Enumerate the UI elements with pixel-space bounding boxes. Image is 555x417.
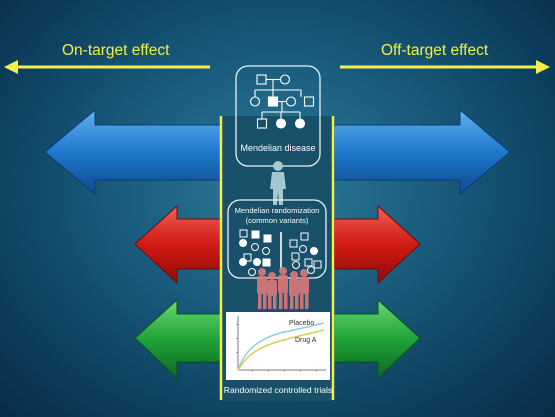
green-right-arrow bbox=[333, 298, 421, 380]
rct-label: Randomized controlled trials bbox=[223, 385, 333, 395]
placebo-legend-label: Placebo bbox=[289, 320, 315, 327]
mr-title-line2: (common variants) bbox=[245, 216, 309, 225]
mr-title: Mendelian randomization (common variants… bbox=[226, 206, 328, 226]
mr-title-line1: Mendelian randomization bbox=[234, 206, 320, 215]
blue-left-arrow bbox=[44, 108, 226, 196]
red-left-arrow bbox=[134, 204, 226, 285]
rct-chart bbox=[226, 312, 330, 380]
green-left-arrow bbox=[134, 298, 226, 380]
on-target-label: On-target effect bbox=[62, 42, 170, 59]
placebo-series-line bbox=[237, 322, 325, 371]
mendelian-randomization-panel bbox=[227, 199, 327, 279]
drug-a-legend-label: Drug A bbox=[295, 337, 317, 344]
on-target-arrow bbox=[4, 60, 210, 74]
person-figure bbox=[270, 161, 286, 205]
off-target-arrow bbox=[340, 60, 550, 74]
mendelian-disease-label: Mendelian disease bbox=[240, 143, 316, 153]
red-right-arrow bbox=[333, 204, 421, 285]
blue-right-arrow bbox=[333, 108, 511, 196]
crowd-figures bbox=[257, 267, 309, 309]
off-target-label: Off-target effect bbox=[381, 42, 489, 59]
pedigree-diagram bbox=[235, 65, 321, 167]
drug-a-series-line bbox=[237, 329, 325, 371]
